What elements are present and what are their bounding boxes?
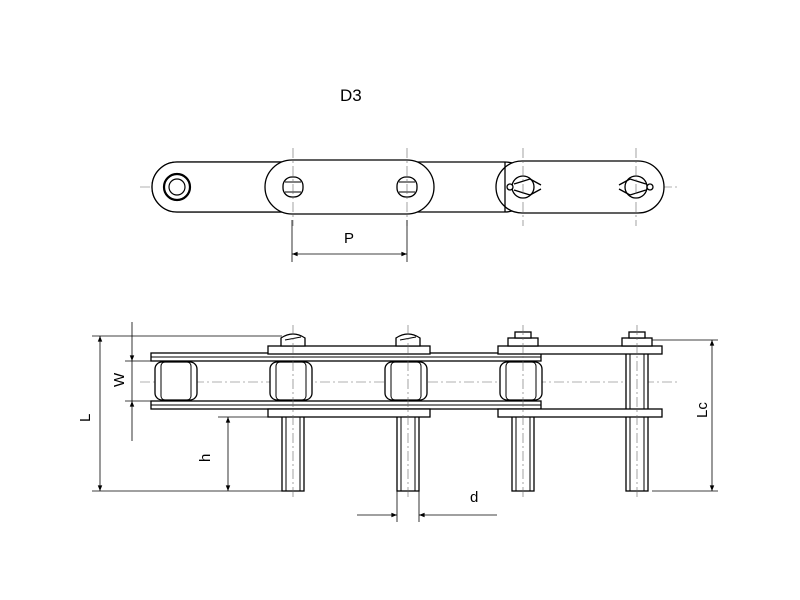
top-left-plate — [151, 161, 301, 213]
inner-width-dimension: W — [111, 322, 152, 441]
inner-width-label: W — [111, 372, 128, 387]
side-end-plate-bottom — [497, 408, 663, 418]
side-outer-plate-bottom — [267, 408, 431, 418]
top-roller-left-inner — [168, 178, 186, 196]
top-outer-plate — [264, 159, 435, 215]
cut-length-label: Lc — [694, 402, 711, 418]
drawing-title: D3 — [340, 86, 362, 105]
cut-length-dimension: Lc — [652, 339, 718, 492]
side-roller-4 — [499, 361, 543, 401]
pitch-label: P — [344, 230, 354, 247]
top-view — [140, 148, 680, 226]
side-roller-3 — [384, 361, 428, 401]
overall-length-dimension: L — [77, 335, 282, 492]
top-cotter-pin-1 — [513, 178, 531, 196]
height-dimension: h — [197, 416, 268, 492]
top-cotter-pin-2 — [629, 178, 647, 196]
pitch-dimension: P — [291, 220, 408, 262]
side-roller-2 — [269, 361, 313, 401]
side-end-plate-top — [497, 345, 663, 355]
diameter-label: d — [470, 489, 478, 506]
side-view — [140, 325, 680, 500]
side-outer-plate-top — [267, 345, 431, 355]
diameter-dimension: d — [357, 489, 497, 522]
overall-length-label: L — [77, 414, 94, 422]
height-label: h — [197, 454, 214, 462]
side-roller-1 — [154, 361, 198, 401]
top-right-plate — [495, 160, 665, 214]
